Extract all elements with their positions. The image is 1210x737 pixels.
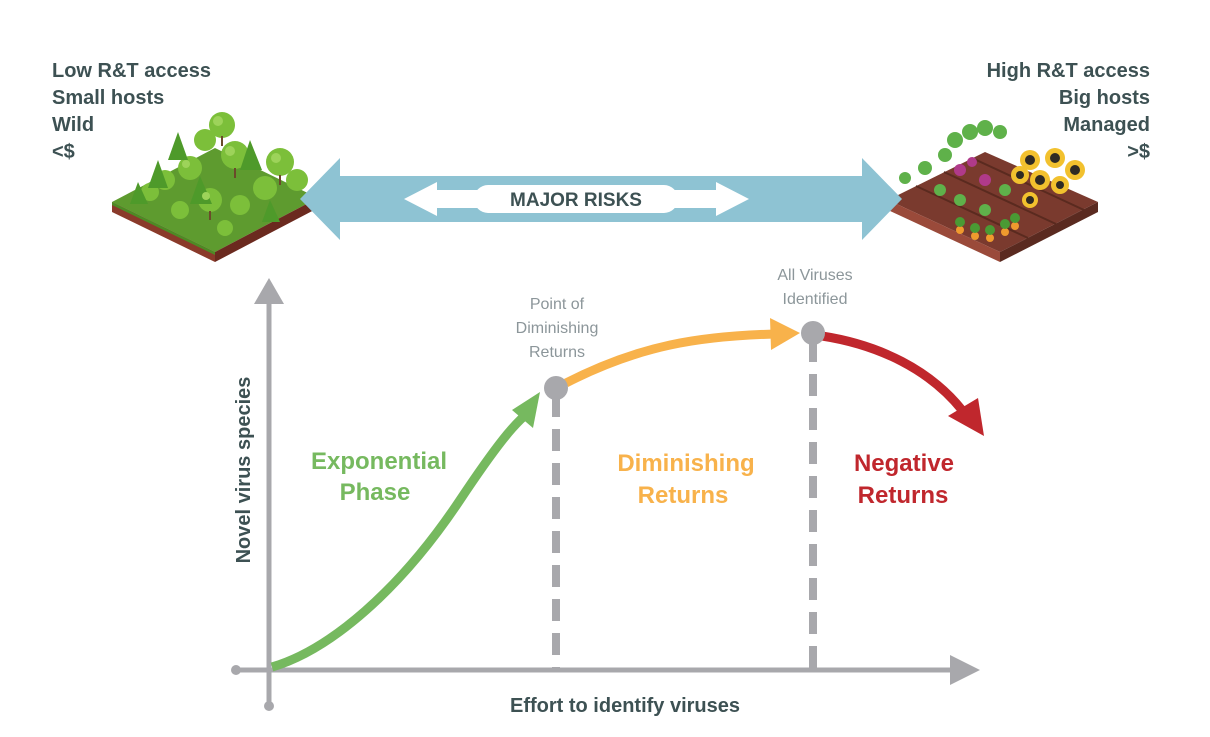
exponential-arrowhead (512, 392, 540, 428)
x-axis-label: Effort to identify viruses (510, 695, 740, 717)
right-label-cost: >$ (1127, 141, 1150, 163)
annotation-line: Returns (529, 344, 585, 361)
phase-label-line: Returns (858, 482, 949, 509)
annotation-line: Point of (530, 296, 585, 313)
annotation-line: All Viruses (777, 267, 852, 284)
diminishing-arrowhead (770, 318, 800, 350)
left-label-wild: Wild (52, 114, 95, 136)
major-risks-label: MAJOR RISKS (510, 190, 642, 211)
y-axis-label: Novel virus species (233, 377, 255, 564)
exponential-curve (270, 407, 532, 672)
negative-arrowhead (948, 398, 984, 436)
right-label-hosts: Big hosts (1058, 87, 1150, 109)
exponential-phase-label: Exponential Phase (311, 448, 447, 506)
phase-label-line: Phase (340, 479, 411, 506)
all-identified-annotation: All Viruses Identified (777, 267, 852, 308)
y-axis (254, 278, 284, 711)
phase-label-line: Returns (638, 482, 729, 509)
negative-curve (821, 331, 966, 413)
diminishing-point-marker (544, 376, 568, 400)
x-axis (231, 655, 980, 685)
right-label-managed: Managed (1063, 114, 1150, 136)
diminishing-returns-label: Diminishing Returns (617, 450, 754, 509)
left-label-hosts: Small hosts (52, 87, 165, 109)
right-label-access: High R&T access (986, 60, 1150, 82)
phase-label-line: Diminishing (617, 450, 754, 477)
forest-plot-icon (112, 112, 318, 262)
right-panel-labels: High R&T access Big hosts Managed >$ (987, 58, 1150, 166)
left-label-cost: <$ (52, 141, 75, 163)
negative-returns-label: Negative Returns (854, 450, 954, 509)
annotation-line: Diminishing (516, 320, 599, 337)
phase-label-line: Exponential (311, 448, 447, 475)
diminishing-curve (563, 329, 776, 388)
left-panel-labels: Low R&T access Small hosts Wild <$ (52, 58, 211, 166)
farm-field-icon (888, 120, 1098, 262)
left-label-access: Low R&T access (52, 60, 211, 82)
major-risks-arrow (300, 158, 902, 240)
diminishing-point-annotation: Point of Diminishing Returns (516, 296, 599, 361)
phase-label-line: Negative (854, 450, 954, 477)
all-identified-marker (801, 321, 825, 345)
annotation-line: Identified (783, 291, 848, 308)
